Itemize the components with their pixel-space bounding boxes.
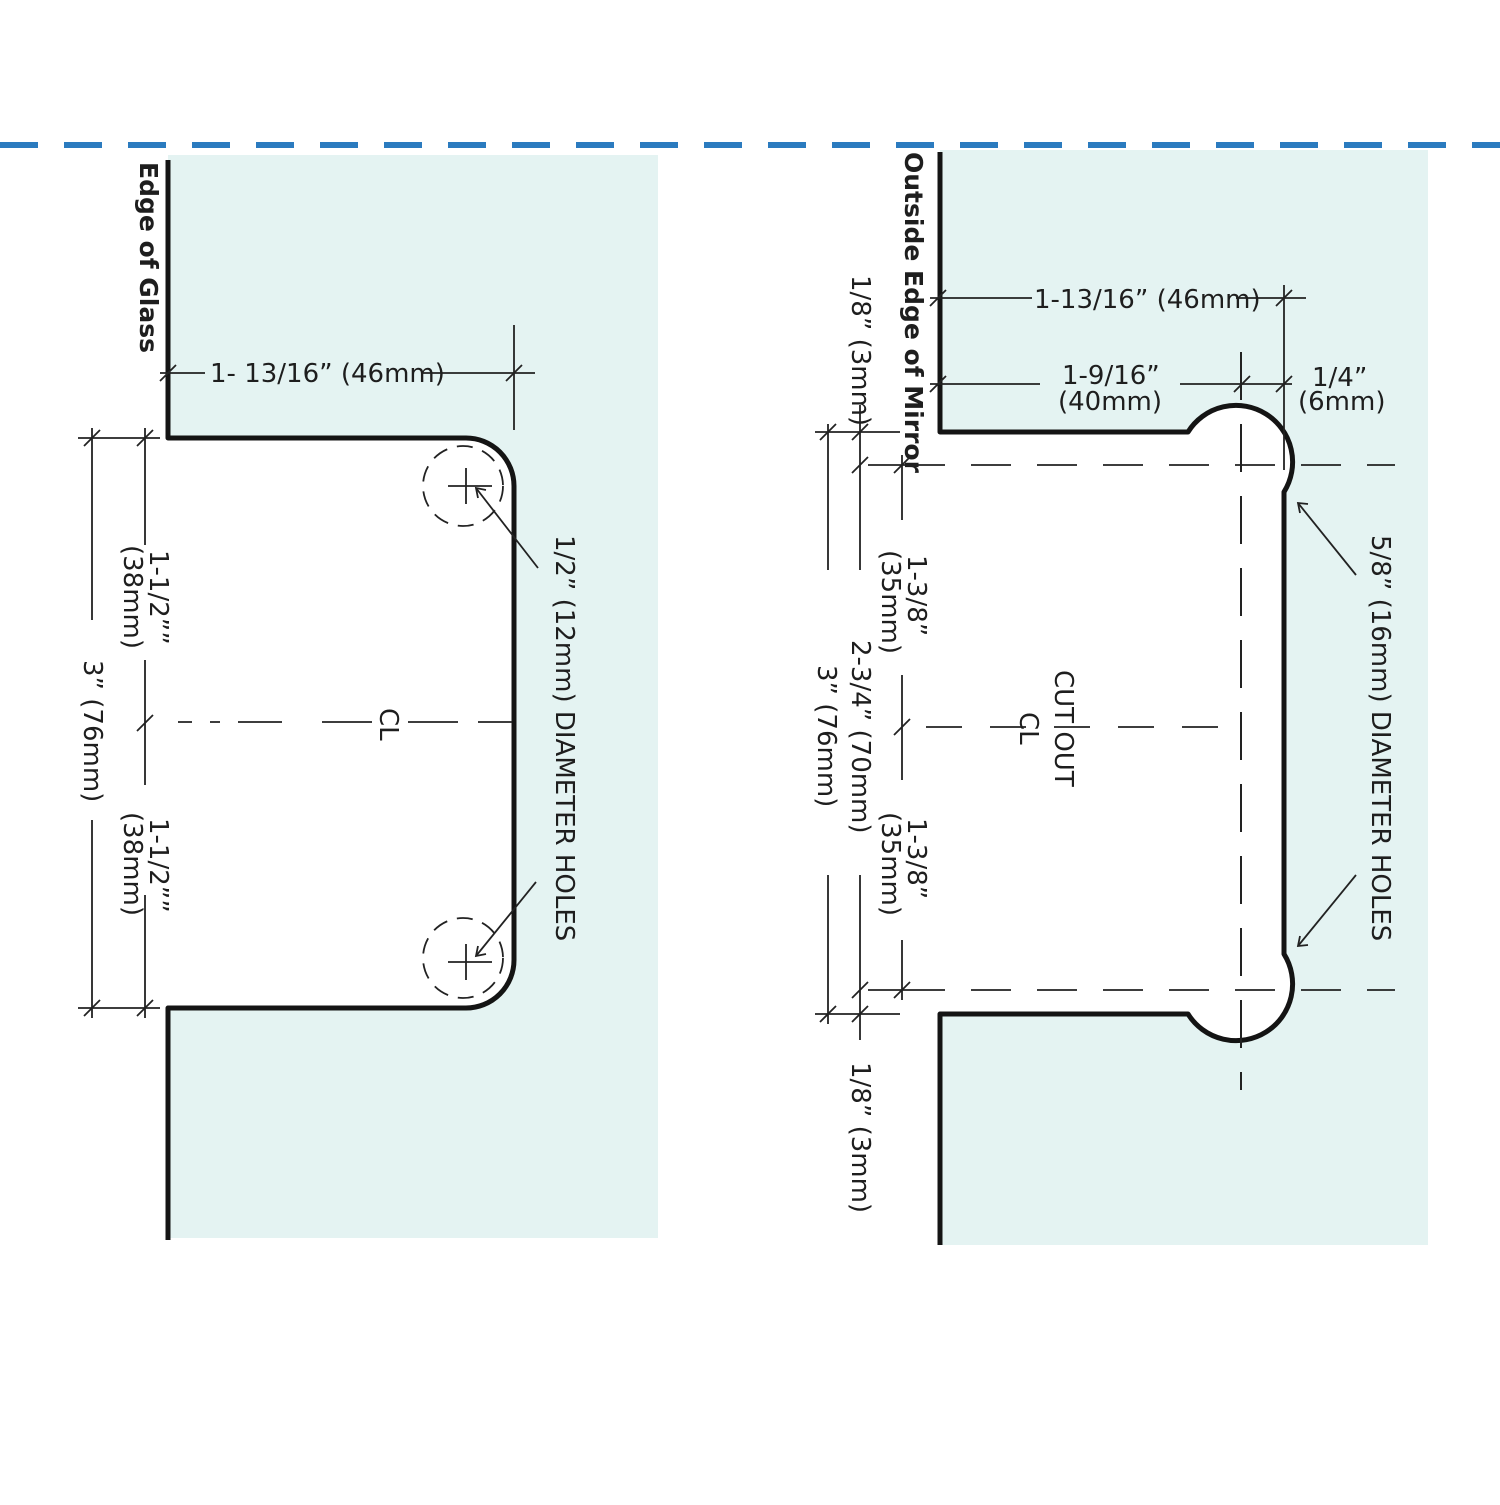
- left-width-dimension: 1- 13/16” (46mm): [159, 325, 535, 430]
- right-inner-width-dimension: [929, 375, 1293, 393]
- right-height-dimensions: [815, 405, 911, 1040]
- left-lower-half-mm: (38mm): [117, 812, 147, 916]
- right-cutout-outline: [937, 152, 1296, 1245]
- right-inner-total-label: 2-3/4” (70mm): [845, 640, 875, 834]
- right-top-gap-label: 1/8” (3mm): [845, 275, 875, 426]
- right-mirror-fill: [940, 150, 1428, 1245]
- right-guide-lines: [905, 352, 1395, 1090]
- right-inner-width-label: 1-9/16”: [1062, 361, 1160, 391]
- left-width-label: 1- 13/16” (46mm): [210, 359, 445, 389]
- left-hole-bottom: [422, 917, 504, 999]
- right-total-height-label: 3” (76mm): [811, 665, 841, 807]
- right-lower-half-mm: (35mm): [875, 812, 905, 916]
- right-edge-label: Outside Edge of Mirror: [899, 152, 928, 474]
- left-cutout-outline: [165, 160, 517, 1240]
- right-width-label: 1-13/16” (46mm): [1034, 285, 1261, 315]
- left-hole-top: [422, 445, 504, 527]
- right-hole-leaders: [1296, 501, 1357, 948]
- left-centerline-label: CL: [373, 708, 403, 741]
- left-edge-label: Edge of Glass: [134, 162, 163, 353]
- right-holes-label: 5/8” (16mm) DIAMETER HOLES: [1365, 535, 1395, 941]
- right-offset-label: 1/4”: [1312, 363, 1367, 393]
- right-upper-half-label: 1-3/8”: [901, 555, 931, 636]
- right-bottom-gap-label: 1/8” (3mm): [845, 1062, 875, 1213]
- right-mirror-panel: [937, 150, 1428, 1245]
- right-lower-half-label: 1-3/8”: [901, 818, 931, 899]
- right-offset-mm: (6mm): [1298, 387, 1385, 417]
- left-glass-fill: [168, 155, 658, 1238]
- right-upper-half-mm: (35mm): [875, 550, 905, 654]
- left-glass-panel: [165, 155, 658, 1240]
- left-hole-leaders: [474, 486, 539, 958]
- left-total-height-label: 3” (76mm): [77, 660, 107, 802]
- left-lower-half-label: 1-1/2””: [143, 818, 173, 913]
- left-holes-label: 1/2” (12mm) DIAMETER HOLES: [549, 535, 579, 941]
- right-cutout-label: CUT OUT: [1048, 670, 1078, 787]
- right-inner-width-mm: (40mm): [1058, 387, 1162, 417]
- right-centerline-label: CL: [1013, 712, 1043, 745]
- right-width-dimension: [929, 285, 1306, 470]
- left-upper-half-mm: (38mm): [117, 545, 147, 649]
- left-height-dimensions: [78, 428, 160, 1018]
- left-upper-half-label: 1-1/2””: [143, 550, 173, 645]
